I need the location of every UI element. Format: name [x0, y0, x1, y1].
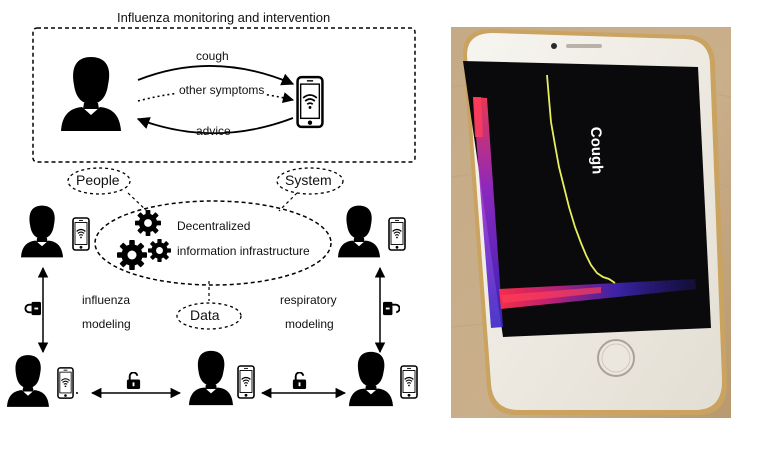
gear-icon	[135, 210, 161, 236]
cough-trace	[546, 74, 616, 284]
system-label: System	[285, 172, 332, 188]
gear-icon	[117, 240, 147, 270]
smartphone-icon	[400, 365, 418, 399]
earpiece	[566, 44, 602, 48]
infrastructure-ellipse	[94, 200, 332, 286]
respiratory-label: respiratory	[280, 293, 337, 307]
phone-photo: Cough	[451, 27, 731, 418]
infrastructure-line2: information infrastructure	[177, 244, 310, 258]
smartphone-icon	[72, 217, 90, 251]
home-button	[597, 339, 635, 377]
spectrogram-band	[499, 279, 696, 309]
person-icon	[338, 205, 380, 258]
infrastructure-line1: Decentralized	[177, 219, 251, 233]
people-connector	[127, 192, 148, 212]
smartphone-icon	[388, 217, 406, 251]
person-icon	[21, 205, 63, 258]
system-bubble	[276, 167, 344, 195]
respiratory-modeling-label: modeling	[285, 317, 334, 331]
front-camera	[551, 43, 557, 49]
diagram-graphics	[7, 27, 418, 407]
influenza-label: influenza	[82, 293, 131, 307]
smartphone-icon	[296, 75, 324, 129]
monitoring-box	[32, 27, 416, 163]
phone-photo-graphics: Cough	[451, 27, 731, 418]
person-icon	[61, 57, 121, 131]
stray-dot	[76, 392, 78, 394]
people-bubble	[67, 167, 131, 195]
data-bubble	[176, 302, 242, 330]
diagram-title: Influenza monitoring and intervention	[117, 10, 331, 25]
screen-label: Cough	[587, 127, 606, 175]
person-icon	[349, 351, 393, 407]
system-connector	[278, 192, 298, 212]
smartphone-icon	[237, 365, 255, 399]
unlock-icon	[291, 372, 308, 389]
spectrogram-column	[473, 97, 503, 328]
influenza-modeling-label: modeling	[82, 317, 131, 331]
cough-arrow	[137, 65, 295, 86]
unlock-icon	[383, 300, 400, 317]
gear-icon	[148, 239, 171, 262]
lock-icon	[24, 300, 41, 317]
data-label: Data	[190, 307, 220, 323]
person-icon	[189, 350, 233, 406]
phone-screen	[463, 61, 711, 337]
smartphone-icon	[57, 367, 74, 399]
advice-arrow	[136, 117, 294, 135]
influenza-diagram: Influenza monitoring and intervention co…	[7, 10, 418, 407]
advice-label: advice	[196, 124, 231, 138]
person-icon	[7, 355, 49, 407]
unlock-icon	[125, 372, 142, 389]
people-label: People	[76, 172, 120, 188]
cough-label: cough	[196, 49, 229, 63]
other-symptoms-label: other symptoms	[177, 83, 267, 97]
